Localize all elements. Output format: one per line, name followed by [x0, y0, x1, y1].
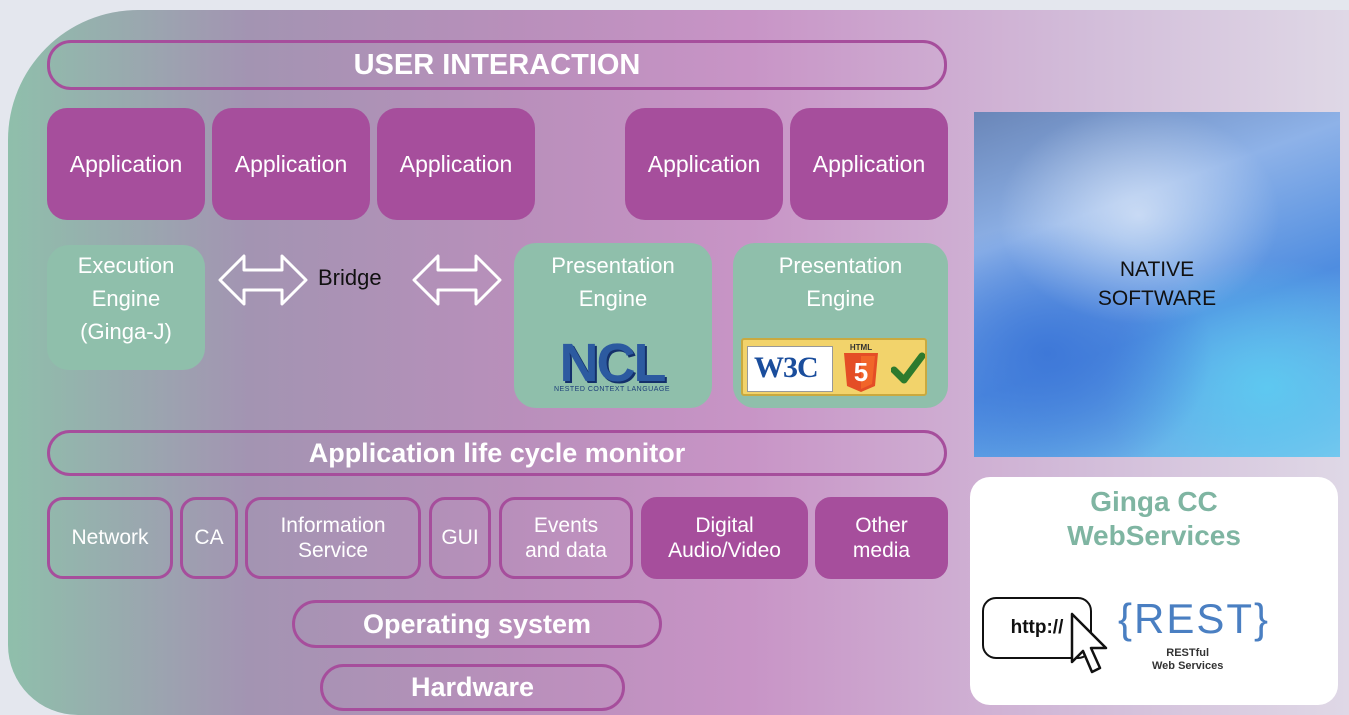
- presentation-engine-line2: Engine: [578, 286, 648, 311]
- application-box: Application: [212, 108, 370, 220]
- rest-caption-line1: RESTful: [1166, 647, 1210, 659]
- execution-engine-line2: Engine: [91, 286, 161, 311]
- rest-caption: RESTful Web Services: [1152, 647, 1223, 672]
- html5-shield-shape: [844, 353, 878, 392]
- presentation-engine-ncl: Presentation Engine: [514, 243, 712, 408]
- presentation-engine-line1: Presentation: [778, 253, 903, 278]
- checkmark-icon: [891, 352, 925, 384]
- w3c-logo-text: W3C: [754, 351, 819, 384]
- html5-number: 5: [853, 357, 869, 387]
- application-box: Application: [790, 108, 948, 220]
- native-line1: NATIVE: [1119, 258, 1195, 282]
- rest-logo: {REST}: [1118, 595, 1271, 642]
- html5-label: HTML: [849, 343, 873, 352]
- w3c-logo-box: W3C: [747, 346, 833, 392]
- presentation-engine-line2: Engine: [806, 286, 875, 311]
- native-line2: SOFTWARE: [1097, 286, 1217, 310]
- service-label: Digital: [695, 513, 754, 537]
- service-label: Network: [71, 526, 149, 550]
- http-box: http://: [982, 597, 1092, 659]
- service-label: CA: [194, 526, 224, 550]
- ncl-logo-caption: Nested Context Language: [553, 386, 670, 393]
- user-interaction-bar: USER INTERACTION: [47, 40, 947, 90]
- service-label-2: media: [852, 539, 911, 562]
- presentation-engine-line1: Presentation: [551, 253, 675, 278]
- service-gui: GUI: [429, 497, 491, 579]
- webservices-card: Ginga CC WebServices http:// {REST} REST…: [970, 477, 1338, 705]
- double-arrow-left-icon: [218, 254, 308, 306]
- service-label-2: Service: [297, 539, 369, 562]
- webservices-title: Ginga CC WebServices: [970, 485, 1338, 552]
- webservices-title-line2: WebServices: [1067, 519, 1241, 551]
- service-digital-av: Digital Audio/Video: [641, 497, 808, 579]
- ncl-logo-text: NCL: [559, 333, 667, 393]
- rest-caption-line2: Web Services: [1152, 659, 1224, 672]
- service-label-2: and data: [525, 539, 607, 562]
- service-ca: CA: [180, 497, 238, 579]
- service-label: Information: [280, 513, 386, 537]
- cursor-icon: [1070, 612, 1108, 674]
- native-software-panel: NATIVE SOFTWARE: [974, 112, 1340, 457]
- execution-engine-line3: (Ginga-J): [80, 319, 172, 344]
- w3c-html5-logo: W3C HTML 5: [741, 338, 927, 396]
- service-label: GUI: [441, 526, 479, 550]
- webservices-title-line1: Ginga CC: [1090, 486, 1218, 517]
- hardware-bar: Hardware: [320, 664, 625, 711]
- operating-system-bar: Operating system: [292, 600, 662, 648]
- html5-shield-icon: HTML 5: [841, 343, 881, 393]
- bridge-label: Bridge: [318, 265, 382, 290]
- application-box: Application: [625, 108, 783, 220]
- application-box: Application: [377, 108, 535, 220]
- service-label: Other: [855, 513, 908, 537]
- service-events: Events and data: [499, 497, 633, 579]
- ncl-logo: NCL Nested Context Language: [544, 333, 680, 400]
- execution-engine: Execution Engine (Ginga-J): [47, 245, 205, 370]
- application-box: Application: [47, 108, 205, 220]
- service-information: Information Service: [245, 497, 421, 579]
- service-label-2: Audio/Video: [668, 539, 781, 562]
- service-label: Events: [533, 513, 599, 537]
- service-other-media: Other media: [815, 497, 948, 579]
- double-arrow-right-icon: [412, 254, 502, 306]
- execution-engine-line1: Execution: [77, 253, 175, 278]
- lifecycle-monitor-bar: Application life cycle monitor: [47, 430, 947, 476]
- http-label: http://: [1010, 617, 1064, 638]
- service-network: Network: [47, 497, 173, 579]
